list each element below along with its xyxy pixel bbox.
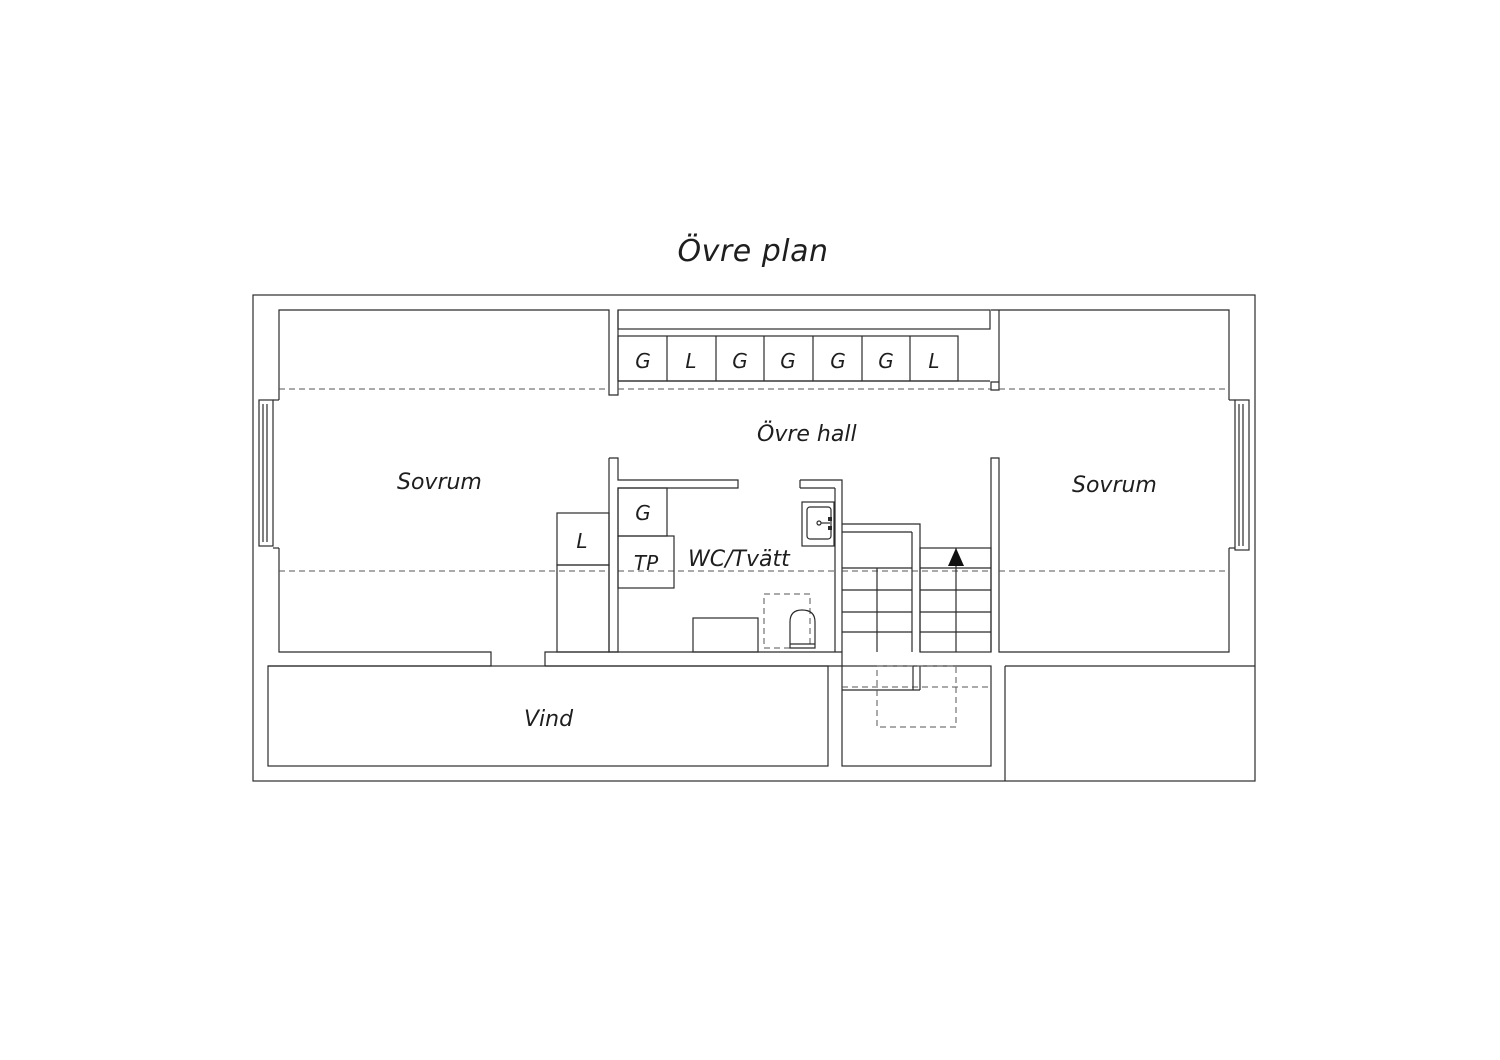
- closet-label: L: [685, 349, 696, 373]
- closet-label: G: [780, 349, 796, 373]
- sink-icon: [801, 501, 835, 547]
- room-label-sovrum-right: Sovrum: [1072, 473, 1157, 498]
- hall-closets: G L G G G G L: [617, 335, 990, 382]
- closet-l-label: L: [576, 529, 587, 553]
- stair-arrow-icon: [948, 548, 964, 566]
- counter: [692, 617, 759, 653]
- vind-area: [267, 665, 829, 767]
- bath-cabinets: G TP: [617, 487, 675, 589]
- room-label-sovrum-left: Sovrum: [397, 470, 482, 495]
- roof-dashed-lines: [279, 388, 1229, 572]
- closet-label: G: [830, 349, 846, 373]
- closet-label: G: [635, 349, 651, 373]
- plan-title: Övre plan: [677, 234, 829, 269]
- room-label-vind: Vind: [524, 707, 574, 732]
- staircase: [842, 523, 992, 653]
- outer-wall: [252, 294, 1256, 782]
- closet-label: G: [878, 349, 894, 373]
- toilet-icon: [763, 593, 816, 649]
- closet-l: L: [556, 512, 610, 653]
- closet-label: G: [732, 349, 748, 373]
- stair-lower-area: [841, 665, 992, 767]
- window-left: [258, 399, 274, 547]
- room-label-ovre-hall: Övre hall: [757, 421, 857, 447]
- washer-label: TP: [634, 551, 659, 575]
- lower-right-area: [1004, 665, 1255, 781]
- closet-label: L: [928, 349, 939, 373]
- closet-g-label: G: [635, 501, 651, 525]
- window-right: [1234, 399, 1250, 551]
- room-label-wc-tvatt: WC/Tvätt: [688, 547, 791, 572]
